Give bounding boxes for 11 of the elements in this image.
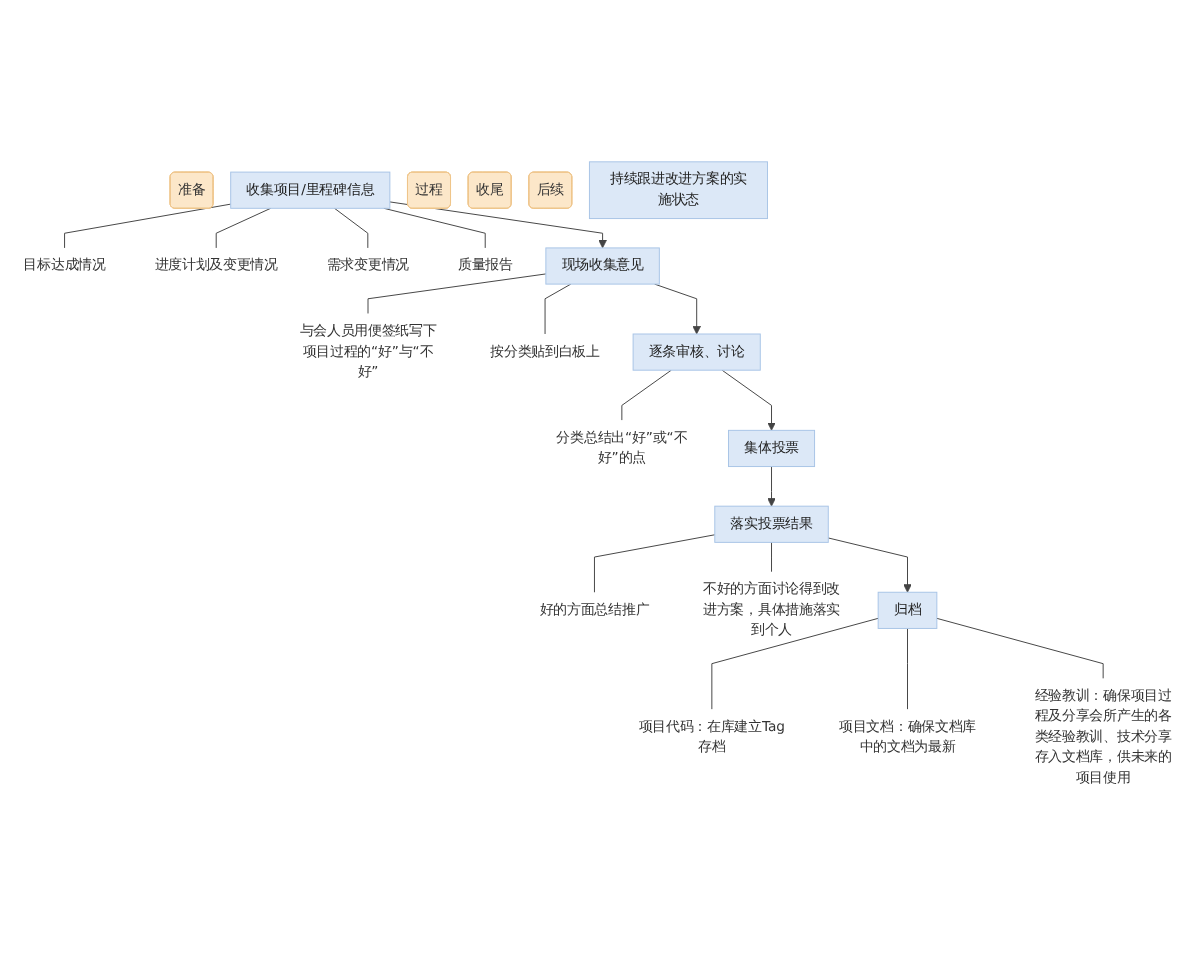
connector [936, 618, 1104, 680]
connector [711, 618, 879, 711]
connector [907, 628, 908, 711]
connector [383, 208, 486, 250]
connector [334, 208, 369, 250]
connector [64, 204, 232, 250]
connector [215, 208, 272, 250]
connector [367, 274, 547, 315]
connector [593, 535, 716, 594]
connector [771, 542, 772, 573]
connector [621, 370, 672, 422]
